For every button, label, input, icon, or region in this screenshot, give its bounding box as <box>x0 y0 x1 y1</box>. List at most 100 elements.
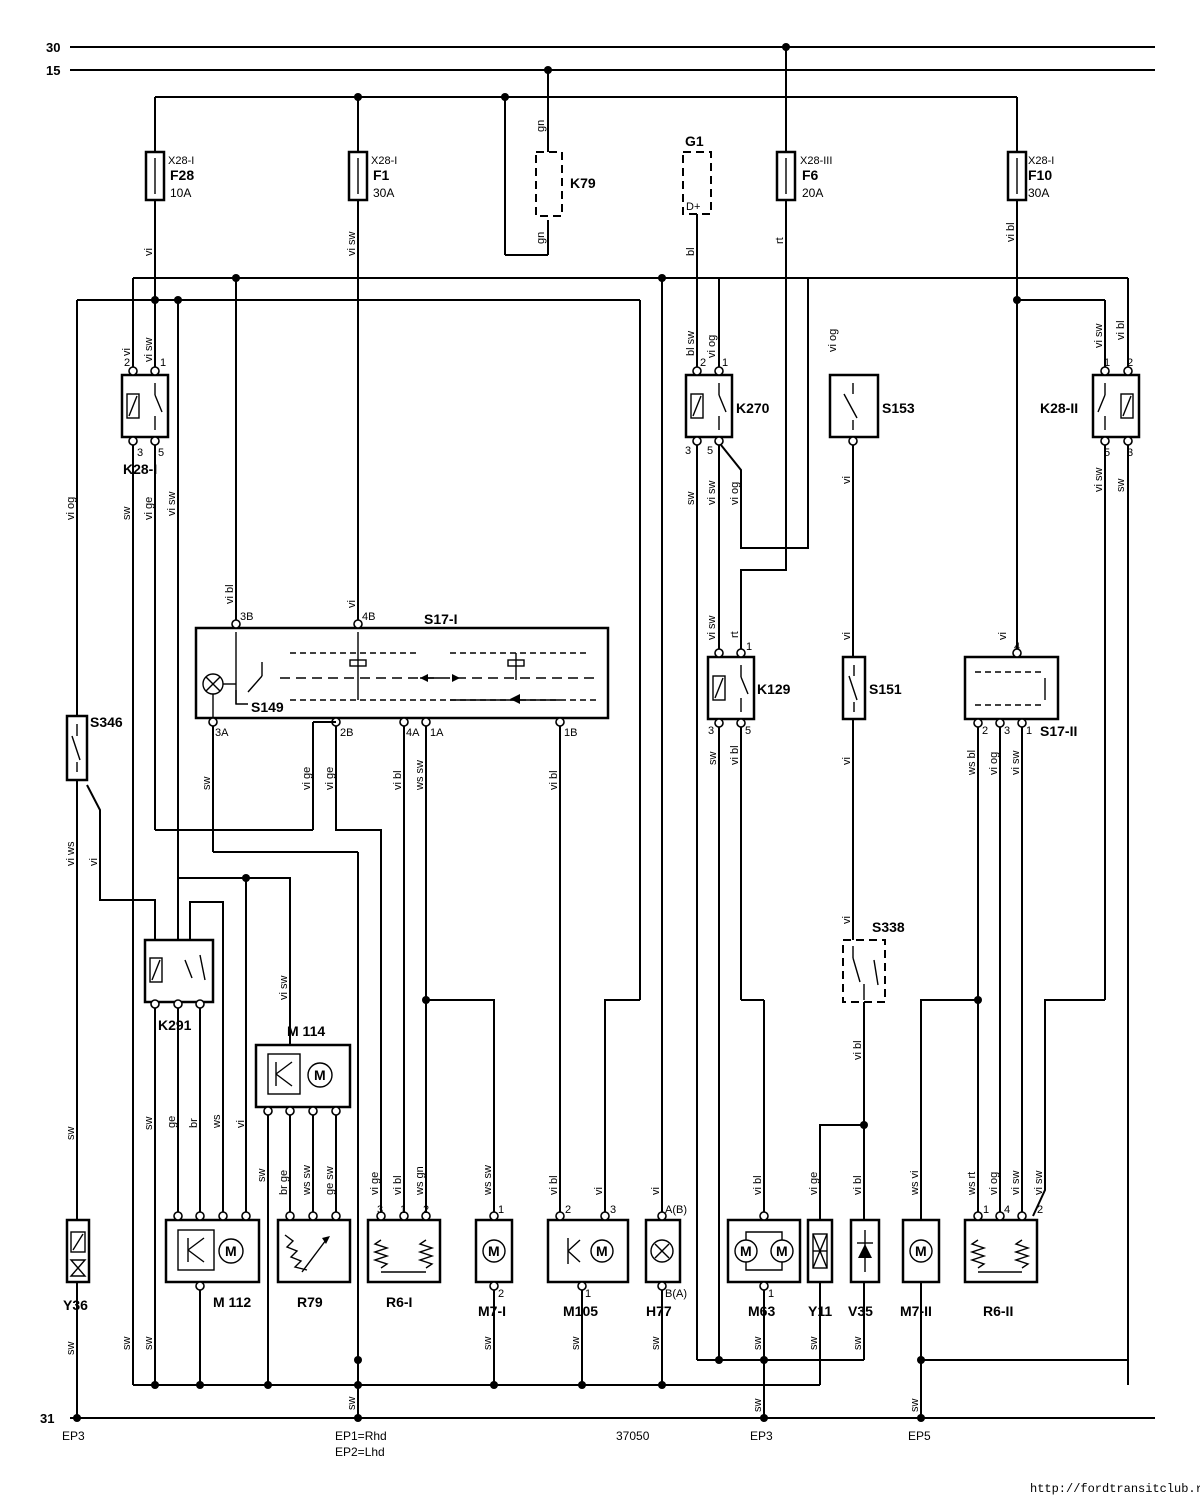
pin-label: 3 <box>137 447 143 459</box>
wire-label: sw <box>685 492 697 506</box>
wire-label: sw <box>65 1127 77 1141</box>
component-label: M63 <box>748 1303 775 1319</box>
wire-label: vi sw <box>143 338 155 363</box>
motor-m114: M M 114 <box>254 1023 352 1116</box>
switch-s17-ii: 4 2 3 1 S17-II <box>963 641 1077 739</box>
wire-label: sw <box>752 1399 764 1413</box>
component-label: R6-II <box>983 1303 1013 1319</box>
pin-label: 2 <box>423 1204 429 1216</box>
ground-point-ep5: EP5 <box>908 1429 931 1443</box>
pin-label: 3 <box>708 725 714 737</box>
wire-label: bl <box>685 247 697 256</box>
wire-label: vi sw <box>1093 468 1105 493</box>
fuse-rating: 30A <box>373 186 394 200</box>
wire-label: vi og <box>988 752 1000 775</box>
wire-label: vi <box>841 632 853 640</box>
wire-label: vi og <box>988 1172 1000 1195</box>
wire-label: vi bl <box>392 770 404 790</box>
wire-label: vi <box>841 757 853 765</box>
component-label: G1 <box>685 133 704 149</box>
relay-k291: K291 <box>143 938 215 1033</box>
wire-label: vi <box>650 1187 662 1195</box>
fuse-location: X28-I <box>168 155 194 167</box>
wire-label: ws bl <box>966 750 978 776</box>
wire-label: vi <box>997 632 1009 640</box>
wire-label: sw <box>650 1337 662 1351</box>
pin-label: 1 <box>1104 357 1110 369</box>
ground-point-ep3: EP3 <box>62 1429 85 1443</box>
component-label: S338 <box>872 919 905 935</box>
lamp-icon <box>650 1239 674 1263</box>
wire-label: ws <box>211 1114 223 1129</box>
pin-label: 1 <box>768 1288 774 1300</box>
wire-label: vi sw <box>1033 1171 1045 1196</box>
motor-icon <box>218 1238 244 1264</box>
wire-label: sw <box>752 1337 764 1351</box>
switch-s17-i: S17-I 3B 4B 3A 2B 4A 1A 1B <box>194 611 610 739</box>
component-label: K79 <box>570 175 596 191</box>
pin-label: 2 <box>982 725 988 737</box>
component-label: M 114 <box>287 1023 325 1039</box>
component-label: S151 <box>869 681 902 697</box>
component-label: M105 <box>563 1303 598 1319</box>
wire-label: vi sw <box>346 232 358 257</box>
wire-label: vi <box>143 248 155 256</box>
source-url[interactable]: http://fordtransitclub.ru <box>1030 1482 1200 1496</box>
wire-label: vi <box>346 600 358 608</box>
wire-label: ge <box>166 1116 178 1128</box>
fuse-f1: X28-I F1 30A <box>347 150 397 202</box>
wire-label: vi og <box>827 329 839 352</box>
component-label: R6-I <box>386 1294 412 1310</box>
pin-label: 4A <box>406 727 420 739</box>
fuse-rating: 10A <box>170 186 191 200</box>
fuse-f28: X28-I F28 10A <box>144 150 194 202</box>
component-label: K28-II <box>1040 400 1078 416</box>
pin-label: 5 <box>745 725 751 737</box>
motor-icon <box>590 1239 614 1263</box>
pin-label: 3 <box>1004 725 1010 737</box>
fuse-location: X28-I <box>371 155 397 167</box>
wire-label: vi og <box>729 482 741 505</box>
wire-label: vi sw <box>1010 751 1022 776</box>
component-label: Y36 <box>63 1297 88 1313</box>
wire-label: vi <box>121 348 133 356</box>
component-label: K270 <box>736 400 770 416</box>
wire-label: ws vi <box>909 1171 921 1196</box>
fuse-name: F28 <box>170 167 194 183</box>
component-label: K28-I <box>123 461 157 477</box>
fuse-name: F1 <box>373 167 390 183</box>
wire-label: vi og <box>706 335 718 358</box>
pin-label: D+ <box>686 201 700 213</box>
bus-31-label: 31 <box>40 1411 54 1426</box>
pin-label: 1A <box>430 727 444 739</box>
wire-label: vi bl <box>1005 222 1017 242</box>
switch-contacts-icon <box>247 632 600 704</box>
fuse-location: X28-III <box>800 155 832 167</box>
wire-label: sw <box>121 507 133 521</box>
pin-label: 2 <box>498 1288 504 1300</box>
diode-module-k79: K79 gn gn <box>535 120 596 244</box>
wire-label: vi bl <box>1115 320 1127 340</box>
component-label: M 112 <box>213 1294 251 1310</box>
motor-icon <box>909 1239 933 1263</box>
motor-icon <box>482 1239 506 1263</box>
fuse-f10: X28-I F10 30A <box>1006 150 1054 202</box>
wire-label: vi <box>235 1120 247 1128</box>
wire-label: ws sw <box>414 760 426 791</box>
pin-label: A(B) <box>665 1204 687 1216</box>
wire-label: br <box>188 1118 200 1128</box>
pin-label: 2B <box>340 727 353 739</box>
motor-symbol: M <box>740 1243 752 1259</box>
relay-k28-ii: 1 2 5 3 K28-II <box>1040 357 1141 459</box>
footer: EP3 EP1=Rhd EP2=Lhd 37050 EP3 EP5 http:/… <box>62 1429 1200 1496</box>
wire-label: sw <box>201 777 213 791</box>
relay-k28-i: 2 1 3 5 K28-I <box>120 357 170 477</box>
pin-label: 5 <box>158 447 164 459</box>
motor-m112: M M 112 <box>164 1211 261 1310</box>
motor-m7-ii: M M7-II <box>900 1218 941 1319</box>
wire-label: sw <box>570 1337 582 1351</box>
top-distribution <box>154 43 1018 256</box>
resistor-r79: R79 <box>276 1211 352 1310</box>
wire-label: vi ge <box>369 1172 381 1195</box>
